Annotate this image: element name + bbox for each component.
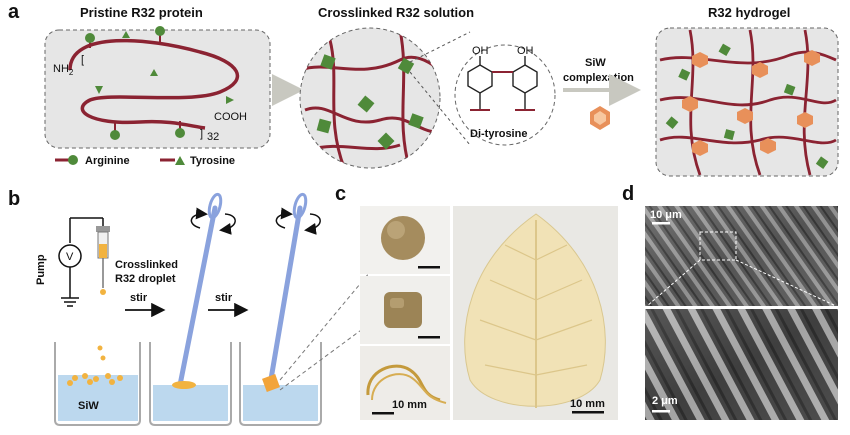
arginine-legend-icon	[68, 155, 78, 165]
nh2-label: NH2	[53, 63, 74, 77]
pump-circuit	[58, 217, 104, 307]
pristine-arginine-group	[85, 26, 185, 140]
siw-cluster-icon	[590, 106, 610, 130]
droplet-label-2: R32 droplet	[115, 273, 176, 285]
panel-letter-c: c	[335, 183, 346, 205]
beaker-siw-label: SiW	[78, 400, 99, 412]
hydrogel-tyrosine-group	[665, 43, 829, 169]
hydrogel-title: R32 hydrogel	[708, 5, 790, 20]
sem-image-bottom	[645, 309, 838, 420]
sem-scale-bottom: 2 μm	[652, 395, 678, 407]
pristine-tyrosine-group	[95, 31, 234, 104]
pristine-title: Pristine R32 protein	[80, 5, 203, 20]
zoom-line-bottom	[409, 71, 471, 146]
photo-cube	[360, 276, 450, 344]
pristine-box	[44, 29, 271, 149]
syringe	[96, 226, 110, 295]
hydrogel-siw-clusters	[682, 50, 820, 156]
crosslinked-title: Crosslinked R32 solution	[318, 5, 474, 20]
legend-tyrosine: Tyrosine	[190, 155, 235, 167]
oh-label-left: OH	[472, 45, 489, 57]
panel-letter-b: b	[8, 188, 20, 210]
sem-zoom-line-left	[646, 259, 701, 307]
sem-image-top	[645, 206, 838, 306]
scale-bar-fiber-label: 10 mm	[392, 399, 427, 411]
photo-sphere	[360, 206, 450, 274]
beaker-2	[149, 342, 232, 426]
siw-label: SiW	[585, 57, 606, 69]
stir-label-1: stir	[130, 292, 148, 304]
beaker-3	[239, 342, 322, 426]
stir-rod-1	[177, 192, 223, 388]
complexation-label: complexation	[563, 72, 634, 84]
legend: Arginine Tyrosine	[55, 155, 235, 167]
tyrosine-legend-icon	[175, 156, 185, 165]
voltmeter-symbol: V	[66, 251, 74, 263]
dityrosine-label: Di-tyrosine	[470, 128, 527, 140]
oh-label-right: OH	[517, 45, 534, 57]
svg-text:]: ]	[200, 128, 203, 140]
zoom-line-top	[409, 31, 471, 63]
zoom-line-b-c-1	[279, 259, 381, 381]
panel-letter-a: a	[8, 1, 20, 23]
stir-rod-2	[267, 192, 308, 388]
rotation-arrows-1	[190, 207, 236, 235]
panel-letter-d: d	[622, 183, 634, 205]
dityrosine-structure	[467, 56, 538, 111]
droplet-label-1: Crosslinked	[115, 259, 178, 271]
stir-label-2: stir	[215, 292, 233, 304]
sem-zoom-line-right	[735, 259, 837, 307]
dityrosine-circle	[454, 44, 556, 146]
photo-fiber	[360, 346, 450, 420]
sem-scale-top: 10 μm	[650, 209, 682, 221]
legend-arginine: Arginine	[85, 155, 130, 167]
beaker-1	[54, 342, 141, 426]
pristine-protein-chain	[68, 38, 240, 130]
scale-bar-leaf-label: 10 mm	[570, 398, 605, 410]
svg-text:[: [	[81, 54, 84, 66]
sem-zoom-box	[699, 231, 737, 261]
rotation-arrows-2	[275, 207, 321, 235]
pump-label: Pump	[35, 254, 47, 285]
photo-leaf	[453, 206, 618, 420]
repeat-subscript: 32	[207, 131, 219, 143]
cooh-label: COOH	[214, 111, 247, 123]
